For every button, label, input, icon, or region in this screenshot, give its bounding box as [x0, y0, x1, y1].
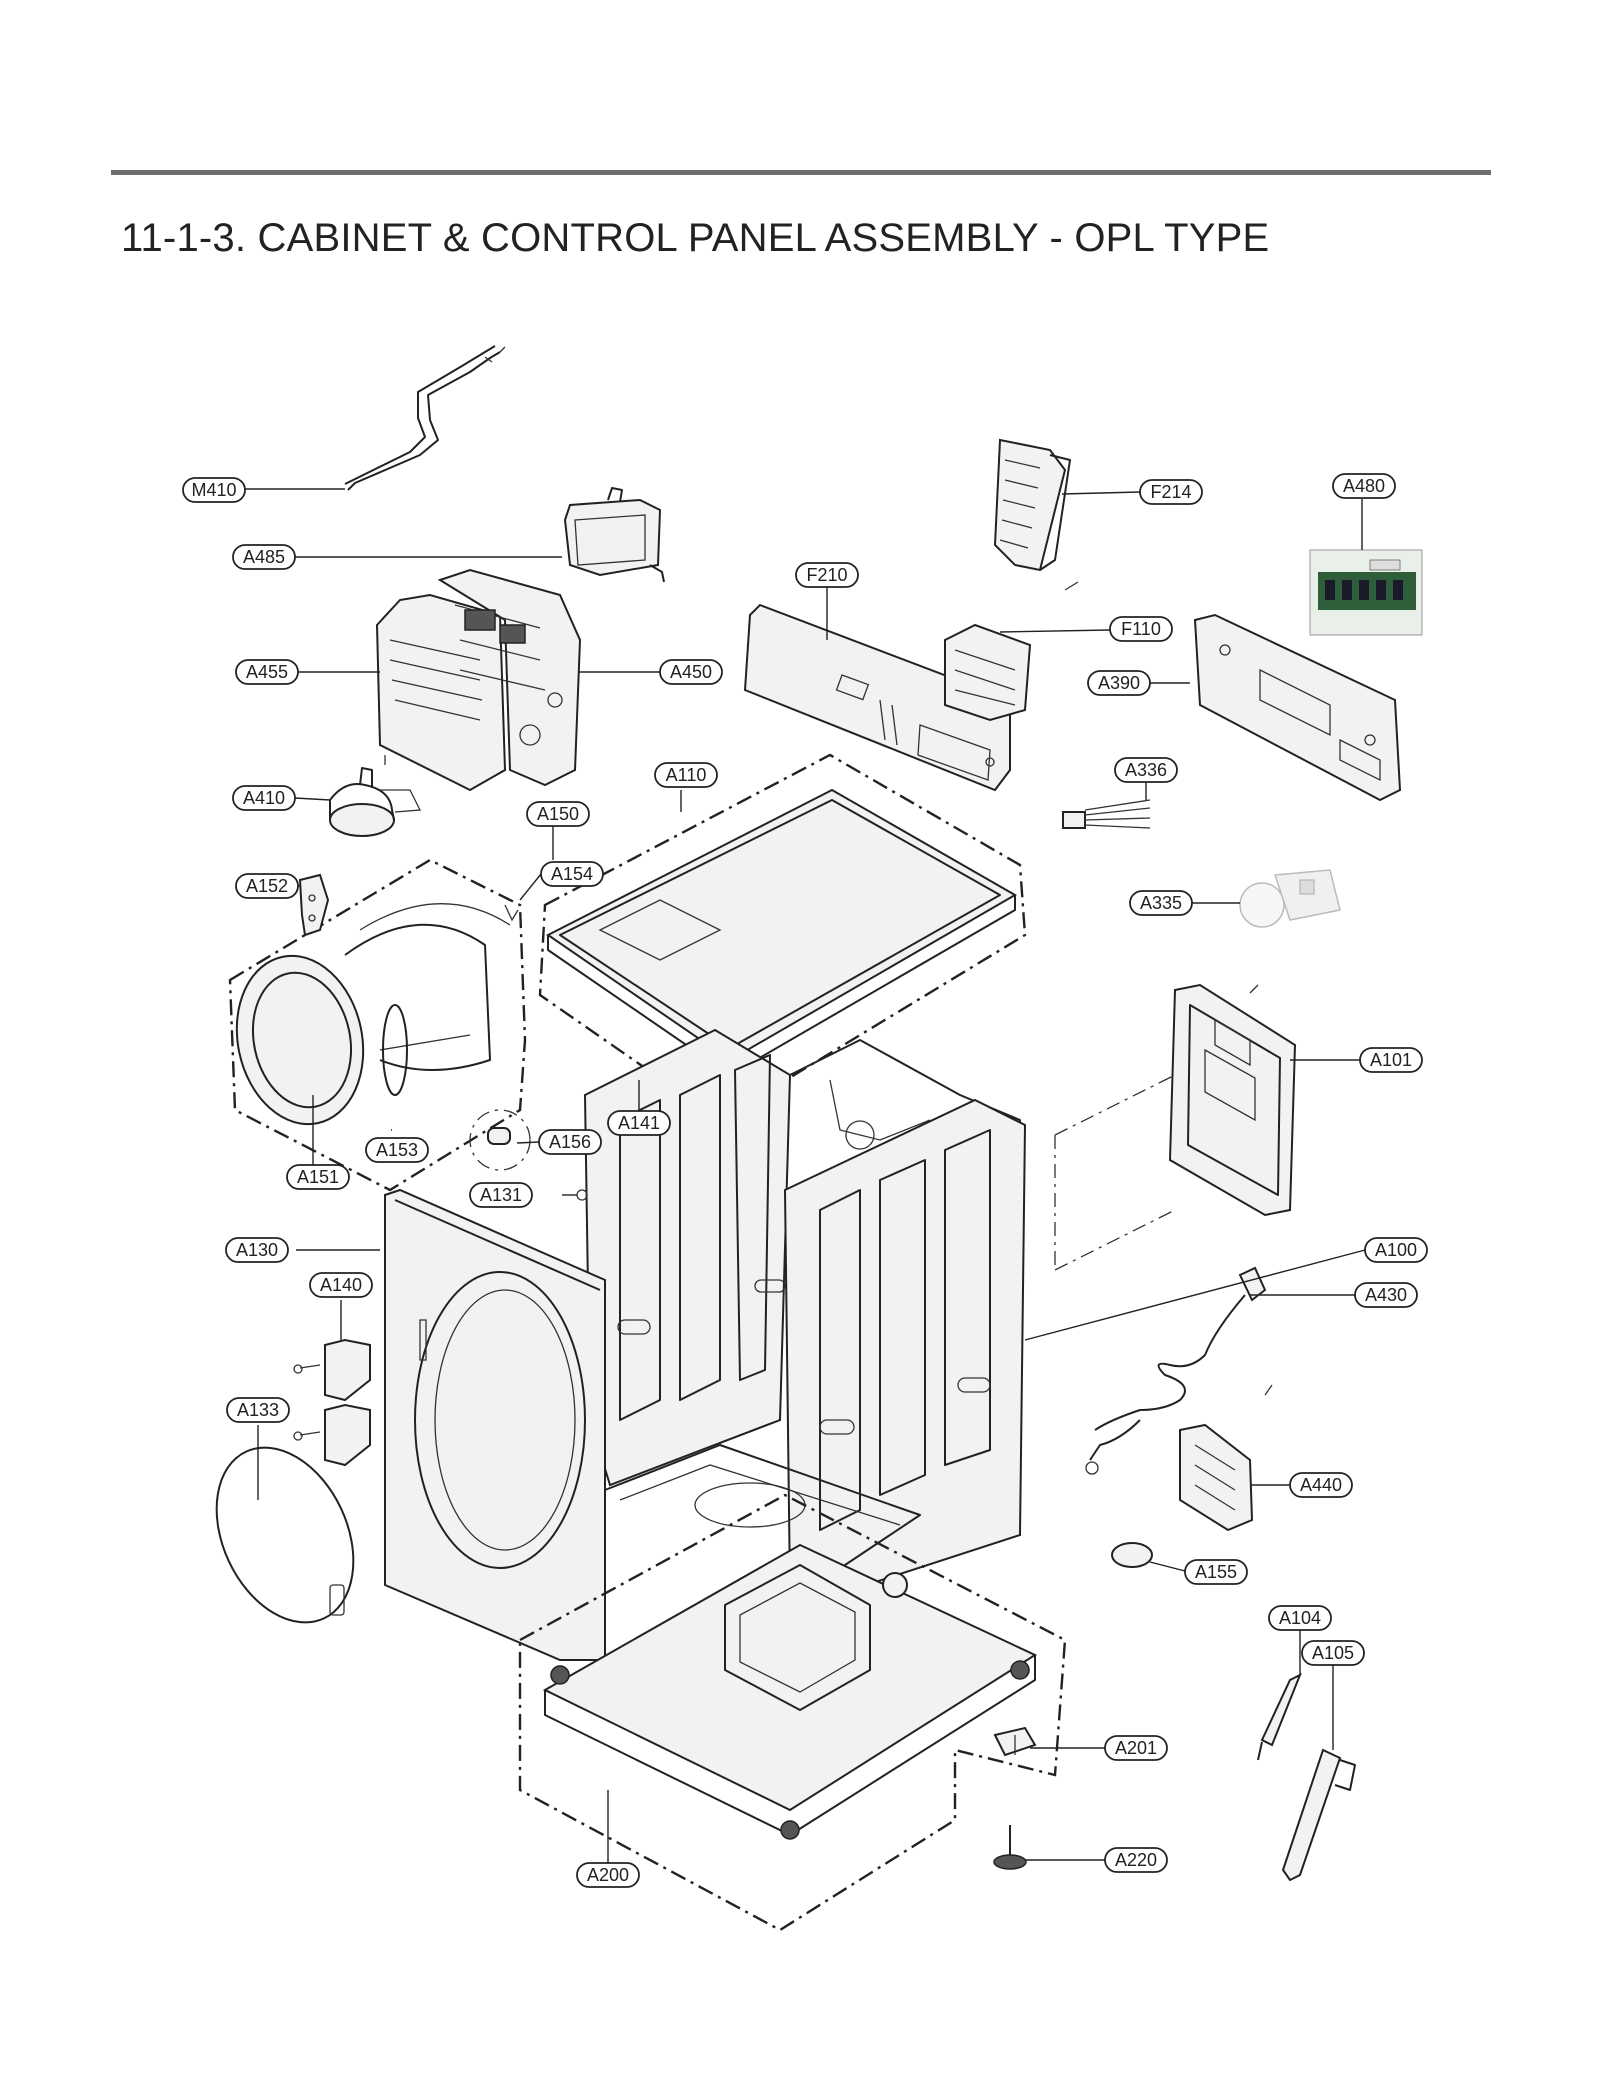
display-pcb-drawing [944, 581, 1079, 722]
callout-label: A100 [1375, 1240, 1417, 1260]
control-panel-drawing [743, 603, 1011, 792]
callout-A156: A156 [538, 1129, 602, 1155]
callout-label: A440 [1300, 1475, 1342, 1495]
power-cord-drawing [1094, 1266, 1267, 1431]
callout-label: A485 [243, 547, 285, 567]
callout-label: A390 [1098, 673, 1140, 693]
door-handle-drawing [298, 873, 330, 937]
callout-label: A131 [480, 1185, 522, 1205]
callout-label: A156 [549, 1132, 591, 1152]
control-bracket-drawing [1193, 613, 1402, 802]
callout-label: A152 [246, 876, 288, 896]
callout-label: F110 [1121, 619, 1161, 639]
callout-M410: M410 [182, 477, 246, 503]
callout-A153: A153 [365, 1137, 429, 1163]
callout-A155: A155 [1184, 1559, 1248, 1585]
callout-F210: F210 [795, 562, 859, 588]
callout-label: A141 [618, 1113, 660, 1133]
page-title: 11-1-3. CABINET & CONTROL PANEL ASSEMBLY… [121, 216, 1270, 260]
front-panel-drawing [384, 1188, 606, 1661]
clamp-ring-drawing [215, 1446, 355, 1624]
callout-A105: A105 [1301, 1640, 1365, 1666]
callout-label: A110 [666, 765, 707, 785]
pump-motor-drawing [329, 755, 422, 837]
adjustable-leg-drawing [993, 1825, 1027, 1870]
callout-A220: A220 [1104, 1847, 1168, 1873]
door-hinges-drawing [293, 1338, 371, 1467]
callout-label: A101 [1370, 1050, 1412, 1070]
callout-A141: A141 [607, 1110, 671, 1136]
callout-F214: F214 [1139, 479, 1203, 505]
callout-A450: A450 [659, 659, 723, 685]
callout-A201: A201 [1104, 1735, 1168, 1761]
callout-label: A455 [246, 662, 288, 682]
callout-label: A200 [587, 1865, 629, 1885]
callout-A131: A131 [469, 1182, 533, 1208]
heater-rod-drawing [1281, 1748, 1356, 1882]
callout-label: F210 [806, 565, 847, 585]
callout-label: A151 [297, 1167, 339, 1187]
wire-connector-drawing [1062, 799, 1151, 829]
callout-label: A410 [243, 788, 285, 808]
callout-label: A336 [1125, 760, 1167, 780]
callout-A154: A154 [540, 861, 604, 887]
callout-label: F214 [1150, 482, 1191, 502]
callout-label: A133 [237, 1400, 279, 1420]
callout-A440: A440 [1289, 1472, 1353, 1498]
callout-label: A450 [670, 662, 712, 682]
callout-A152: A152 [235, 873, 299, 899]
leg-bracket-drawing [993, 1726, 1037, 1757]
main-cabinet-drawing [583, 1028, 1027, 1602]
callout-A101: A101 [1359, 1047, 1423, 1073]
callout-A110: A110 [654, 762, 718, 788]
pcb-photo-drawing [1309, 549, 1423, 636]
harness-part-drawing [344, 345, 506, 491]
callout-A455: A455 [235, 659, 299, 685]
callout-label: A150 [537, 804, 579, 824]
callout-label: A201 [1115, 1738, 1157, 1758]
callout-A430: A430 [1354, 1282, 1418, 1308]
callout-A336: A336 [1114, 757, 1178, 783]
callout-A485: A485 [232, 544, 296, 570]
callout-F110: F110 [1109, 616, 1173, 642]
sensor-rod-drawing [1257, 1672, 1302, 1761]
header-rule [111, 170, 1491, 175]
callout-A335: A335 [1129, 890, 1193, 916]
callout-label: A153 [376, 1140, 418, 1160]
callout-label: A104 [1279, 1608, 1321, 1628]
grommet-drawing [1111, 1542, 1153, 1568]
base-frame-drawing [518, 1493, 1067, 1932]
callout-A390: A390 [1087, 670, 1151, 696]
callout-A130: A130 [225, 1237, 289, 1263]
callout-A100: A100 [1364, 1237, 1428, 1263]
callout-label: A155 [1195, 1562, 1237, 1582]
callout-label: A105 [1312, 1643, 1354, 1663]
callout-A140: A140 [309, 1272, 373, 1298]
pcb-assembly-drawing [375, 568, 582, 792]
callout-A410: A410 [232, 785, 296, 811]
button-cluster-drawing [993, 438, 1071, 572]
callout-A104: A104 [1268, 1605, 1332, 1631]
callout-label: A430 [1365, 1285, 1407, 1305]
module-box-drawing [563, 487, 665, 583]
callout-A480: A480 [1332, 473, 1396, 499]
callout-label: A154 [551, 864, 593, 884]
noise-filter-drawing [1085, 1384, 1273, 1532]
callout-label: A140 [320, 1275, 362, 1295]
callout-A150: A150 [526, 801, 590, 827]
callout-A200: A200 [576, 1862, 640, 1888]
callout-label: A220 [1115, 1850, 1157, 1870]
callout-label: A480 [1343, 476, 1385, 496]
screw-drawing [576, 1189, 588, 1201]
callout-A151: A151 [286, 1164, 350, 1190]
rear-cover-drawing [1054, 983, 1297, 1271]
callout-label: A130 [236, 1240, 278, 1260]
callout-A133: A133 [226, 1397, 290, 1423]
callout-label: A335 [1140, 893, 1182, 913]
door-assembly-group-outline [228, 858, 531, 1192]
top-plate-drawing [538, 753, 1027, 1122]
door-lock-lamp-drawing [1239, 869, 1341, 928]
callout-label: M410 [191, 480, 236, 500]
